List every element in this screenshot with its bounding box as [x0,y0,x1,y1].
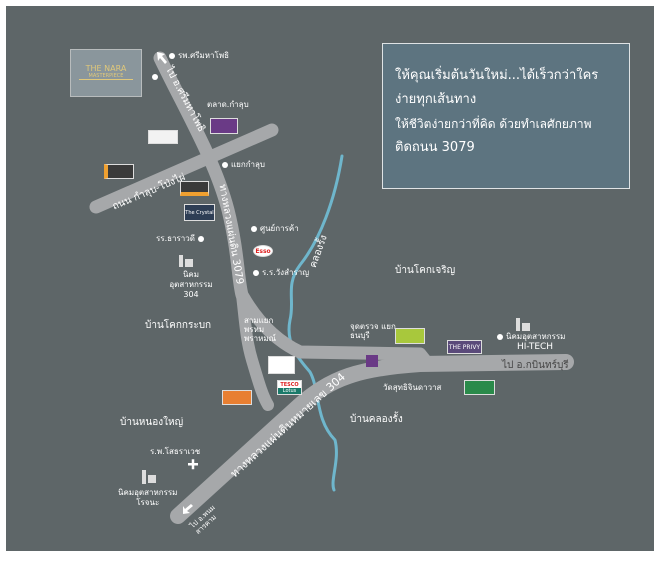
area-nong-yai: บ้านหนองใหญ่ [120,417,184,428]
tesco-text: TESCO [280,381,299,388]
label: รร.ธาราวดี [156,234,195,243]
place-three-way: สามแยก พรหมพราหมณ์ [244,316,277,343]
road-3079-branch [236,289,274,411]
label: นิคมอุตสาหกรรม [118,488,178,497]
label: HI-TECH [517,342,554,352]
info-line: ง่ายทุกเส้นทาง [395,92,477,107]
label: นิคมอุตสาหกรรม [506,332,566,341]
label: ศูนย์การค้า [260,224,299,233]
brand-privy: THE PRIVY [447,340,482,354]
area-khlong-rang: บ้านคลองรั้ง [350,414,403,425]
label: รพ.ศรีมหาโพธิ [178,51,229,60]
brand-logo [210,118,238,134]
bank-logo-icon [366,355,378,367]
factory-icon [179,255,193,267]
place-junction: แยกกำลุบ [222,158,265,171]
logo-name: THE NARA [85,64,127,73]
place-dot [152,72,161,81]
arrow-down-icon [183,504,193,514]
road-3079 [153,51,435,371]
place-market: ตลาด.กำลุบ [207,100,249,109]
brand-logo [180,181,209,196]
place-hospital: รพ.ศรีมหาโพธิ [169,49,229,62]
label: แยกกำลุบ [231,160,266,169]
lotus-text: Lotus [278,387,301,394]
brand-logo [104,164,134,179]
logo-sub: MASTERPIECE [79,73,133,80]
place-school-wang: ร.ร.วังสำราญ [253,266,309,279]
brand-logo [395,328,425,344]
factory-icon [142,470,156,484]
brand-logo [222,390,252,405]
brand-logo [464,380,495,395]
river-khlong-rang [287,154,344,492]
road-304 [170,354,574,524]
area-khok-krabok: บ้านโคกกระบก [145,320,212,331]
brand-logo [268,356,295,374]
arrow-up-icon [157,52,167,64]
brand-logo [148,130,178,144]
info-line: ติดถนน 3079 [395,140,475,155]
project-logo: THE NARA MASTERPIECE [70,49,142,97]
label: โรจนะ [136,498,160,507]
road-label-kabinburi: ไป อ.กบินทร์บุรี [502,360,569,371]
factory-icon [516,318,530,331]
area-khok-charoen: บ้านโคกเจริญ [395,265,456,276]
place-temple: วัดสุทธิจินดาวาส [383,383,442,392]
brand-crystal: The Crystal [184,204,215,221]
place-rojana: นิคมอุตสาหกรรมโรจนะ [118,488,177,508]
place-school: รร.ธาราวดี [156,232,207,245]
hospital-cross-icon [188,459,198,470]
info-line: ให้ชีวิตง่ายกว่าที่คิด ด้วยทำเลศักยภาพ [395,117,592,131]
place-checkpoint: จุดตรวจ แยกธนบุรี [350,322,396,340]
place-hospital-sothorn: ร.พ.โสธราเวช [150,447,201,456]
place-industrial-304: นิคมอุตสาหกรรม 304 [169,270,213,299]
info-line: ให้คุณเริ่มต้นวันใหม่...ได้เร็วกว่าใคร [395,68,599,83]
place-shopping: ศูนย์การค้า [251,222,299,235]
brand-esso: Esso [253,245,273,257]
road-kamlub [89,123,279,214]
label: ร.ร.วังสำราญ [262,268,310,277]
info-box: ให้คุณเริ่มต้นวันใหม่...ได้เร็วกว่าใคร ง… [382,43,630,189]
